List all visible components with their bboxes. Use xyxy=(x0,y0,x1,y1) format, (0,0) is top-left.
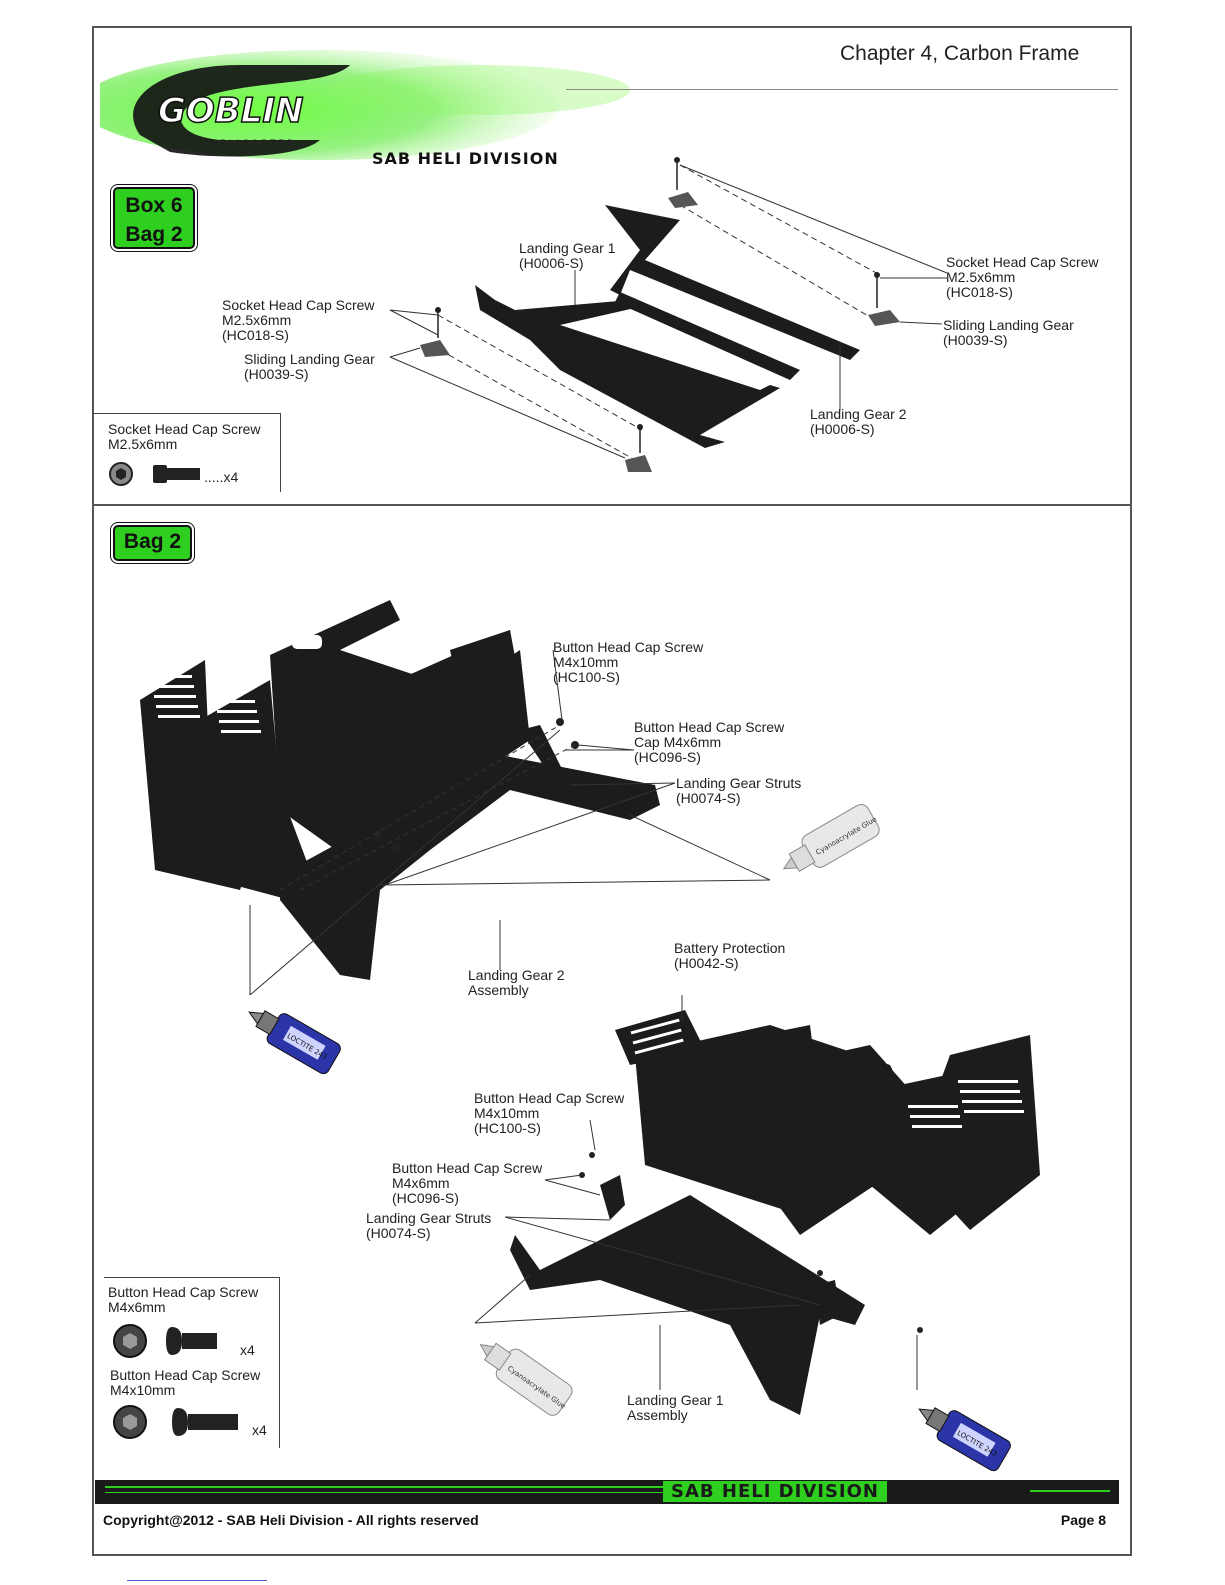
box-bag-tag: Box 6 Bag 2 xyxy=(113,187,195,249)
screw-icon xyxy=(109,462,200,486)
landing-gear-diagram xyxy=(389,157,948,472)
goblin-logo: GOBLIN HELICOPTER xyxy=(100,50,630,160)
assembly-a-diagram xyxy=(140,600,771,996)
division-text: SAB HELI DIVISION xyxy=(372,149,559,168)
parts-box-section1 xyxy=(93,413,281,492)
page-number: Page 8 xyxy=(1060,1512,1106,1528)
parts-item-1-qty: x4 xyxy=(240,1342,255,1358)
logo-text: GOBLIN xyxy=(158,91,304,131)
parts-qty: .....x4 xyxy=(204,469,239,485)
glue-bottle-a: Cyanoacrylate Glue xyxy=(782,803,880,872)
page-frame xyxy=(92,26,1132,1556)
footer-banner-text: SAB HELI DIVISION xyxy=(663,1481,887,1502)
label-sliding-left: Sliding Landing Gear(H0039-S) xyxy=(244,351,375,382)
chapter-title: Chapter 4, Carbon Frame xyxy=(840,42,1080,65)
svg-text:HELICOPTER: HELICOPTER xyxy=(210,139,296,149)
label-landing-gear-1: Landing Gear 1(H0006-S) xyxy=(519,240,616,271)
button-screw-m4x6-icon xyxy=(113,1324,217,1358)
glue-bottle-b: Cyanoacrylate Glue xyxy=(479,1342,573,1416)
section-divider xyxy=(93,504,1131,506)
label-a-struts: Landing Gear Struts(H0074-S) xyxy=(676,775,802,806)
loctite-bottle-b: LOCTITE 243 xyxy=(918,1407,1011,1472)
footer-banner: SAB HELI DIVISION xyxy=(95,1480,1119,1504)
label-landing-gear-2: Landing Gear 2(H0006-S) xyxy=(810,406,907,437)
bag-tag: Bag 2 xyxy=(113,525,192,561)
label-b-struts: Landing Gear Struts(H0074-S) xyxy=(366,1210,492,1241)
assembly-b-diagram xyxy=(474,995,1040,1415)
label-sliding-right: Sliding Landing Gear(H0039-S) xyxy=(943,317,1074,348)
label-b-battery: Battery Protection(H0042-S) xyxy=(674,940,786,971)
loctite-bottle-a: LOCTITE 243 xyxy=(248,1010,341,1075)
header-rule xyxy=(566,89,1118,90)
copyright-text: Copyright@2012 - SAB Heli Division - All… xyxy=(103,1512,479,1528)
bottom-link-underline xyxy=(127,1580,267,1581)
parts-box-section2 xyxy=(104,1277,280,1448)
parts-item-2-qty: x4 xyxy=(252,1422,267,1438)
button-screw-m4x10-icon xyxy=(113,1405,238,1439)
